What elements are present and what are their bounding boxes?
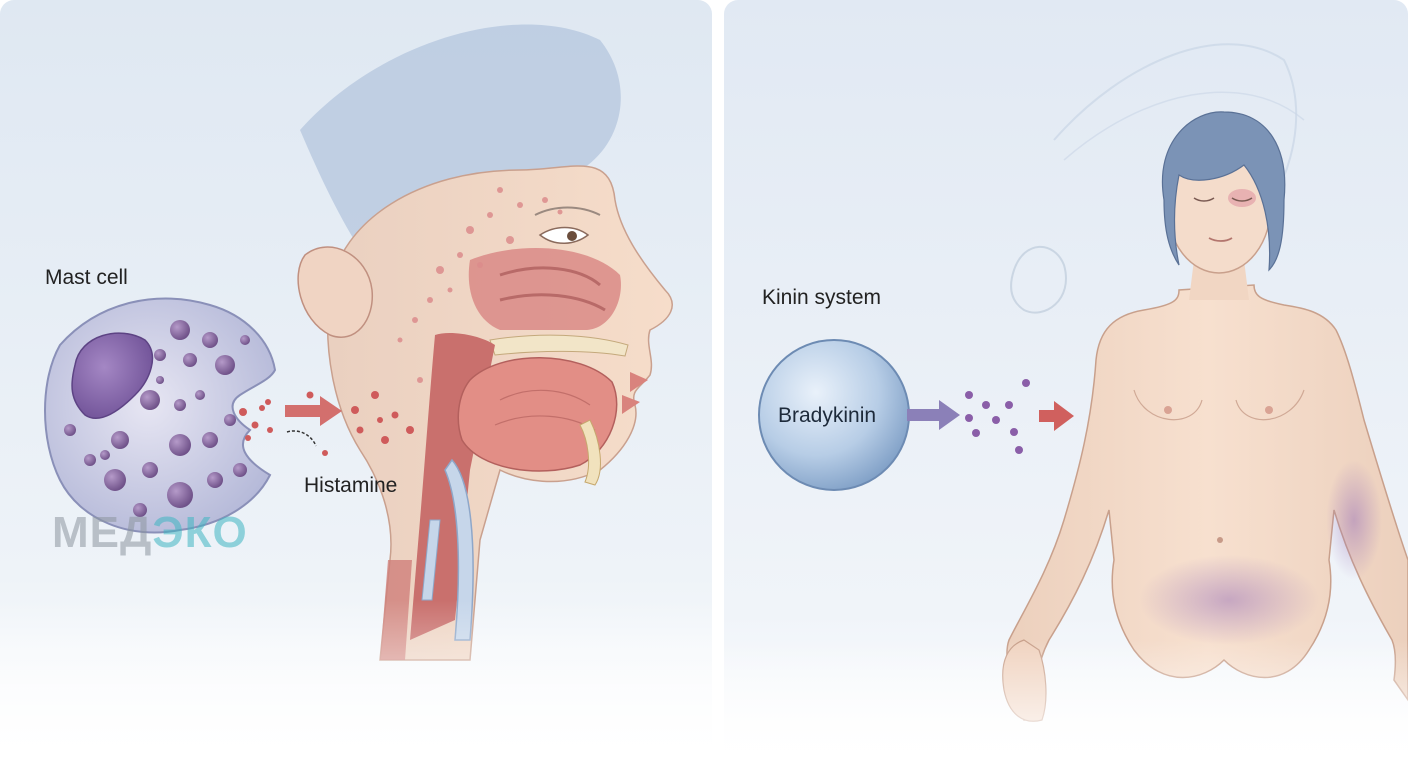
histamine-molecules [306, 391, 414, 456]
watermark-logo: МЕДЭКО [52, 508, 248, 558]
histamine-label: Histamine [304, 474, 398, 497]
effect-arrow [1039, 401, 1074, 431]
swollen-eye [1228, 189, 1256, 207]
lips [622, 395, 640, 414]
hives [397, 187, 563, 383]
abdominal-swelling [1139, 555, 1319, 645]
bradykinin-molecules [965, 379, 1030, 454]
hard-palate [489, 334, 629, 357]
iris [567, 231, 577, 241]
chest-contour [1133, 389, 1305, 421]
right-panel: Kinin system Bradykinin [724, 0, 1408, 768]
nasal-turbinate [499, 293, 606, 312]
mast-cell-label: Mast cell [45, 266, 128, 289]
watermark-text-teal: ЭКО [152, 508, 248, 557]
chest-detail [1164, 406, 1172, 414]
eye-closed [1231, 197, 1253, 202]
eyebrow [534, 206, 601, 216]
granules [64, 320, 250, 517]
nasal-cavity [468, 248, 621, 330]
mast-cell [44, 297, 277, 534]
arm-swelling [1326, 460, 1382, 580]
hair [1161, 111, 1286, 272]
nucleus [71, 332, 154, 419]
bottom-fade [724, 640, 1408, 768]
chest-detail [1265, 406, 1273, 414]
histamine-arrow [285, 396, 342, 426]
lips [630, 372, 648, 392]
eye [538, 226, 590, 244]
bradykinin-label: Bradykinin [778, 404, 877, 427]
mandible [579, 419, 601, 486]
tongue [457, 357, 618, 472]
left-illustration [0, 0, 712, 768]
mouth [1208, 237, 1233, 242]
bradykinin-arrow [907, 400, 960, 430]
right-illustration [724, 0, 1408, 768]
nasal-turbinate [499, 266, 601, 287]
navel [1217, 537, 1223, 543]
watermark-text-grey: МЕД [52, 508, 153, 557]
ear [297, 246, 373, 338]
left-panel: Mast cell Histamine [0, 0, 712, 768]
kinin-system-label: Kinin system [762, 286, 882, 309]
ghost-hair-lines [1063, 91, 1305, 161]
ghost-ear [1010, 245, 1067, 314]
histamine-pointer [286, 430, 317, 447]
bottom-fade [0, 600, 712, 768]
eye-closed [1193, 197, 1215, 202]
histamine-release [239, 399, 273, 441]
